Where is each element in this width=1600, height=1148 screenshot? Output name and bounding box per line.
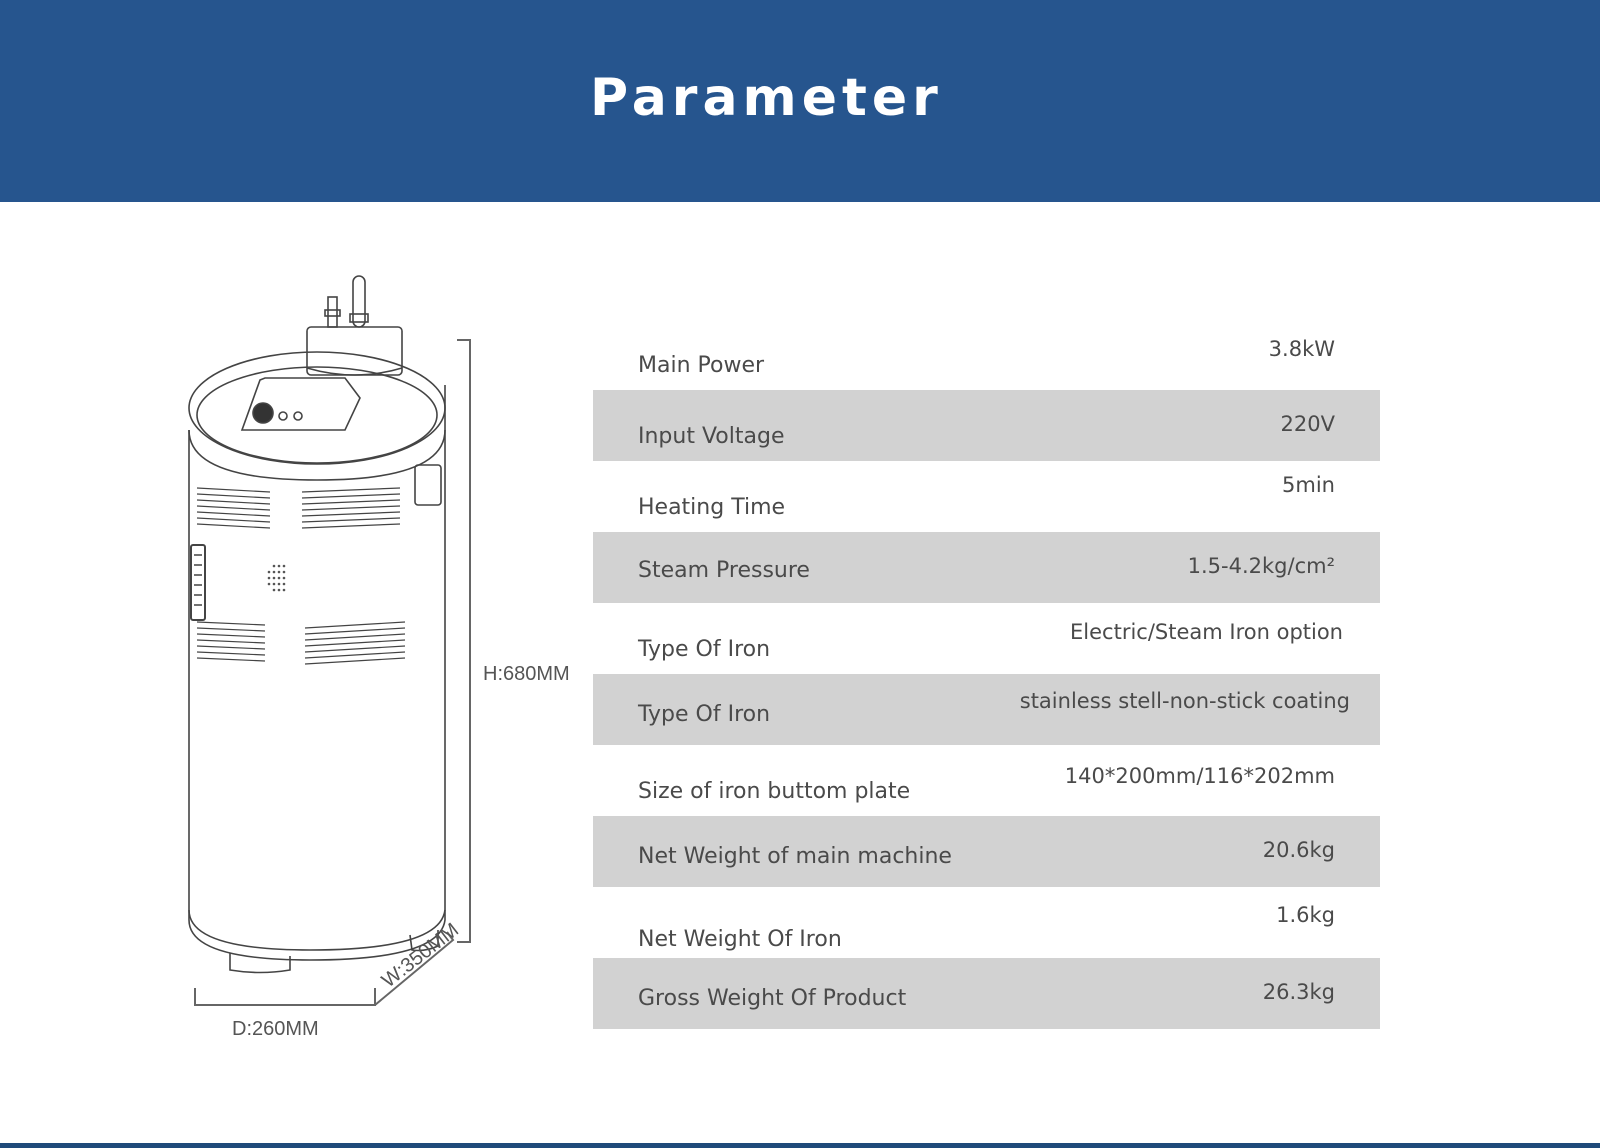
spec-label: Input Voltage: [638, 424, 785, 449]
spec-label: Net Weight of main machine: [638, 844, 952, 869]
steam-generator-machine-icon: [188, 275, 471, 1006]
spec-row-net-weight-iron: Net Weight Of Iron 1.6kg: [593, 887, 1380, 958]
spec-value: stainless stell-non-stick coating: [1019, 689, 1350, 713]
spec-row-type-of-iron-2: Type Of Iron stainless stell-non-stick c…: [593, 674, 1380, 745]
spec-label: Gross Weight Of Product: [638, 986, 907, 1011]
spec-label: Type Of Iron: [638, 637, 771, 662]
spec-label: Net Weight Of Iron: [638, 927, 842, 952]
spec-table: Main Power 3.8kW Input Voltage 220V Heat…: [593, 319, 1380, 1029]
spec-label: Main Power: [638, 353, 765, 378]
spec-value: 1.5-4.2kg/cm²: [1187, 554, 1335, 578]
height-dimension-label: H:680MM: [483, 663, 570, 685]
page-title: Parameter: [590, 68, 943, 128]
spec-row-net-weight-machine: Net Weight of main machine 20.6kg: [593, 816, 1380, 887]
footer-bar: [0, 1143, 1600, 1148]
product-illustration: H:680MM D:260MM W:350MM: [170, 270, 600, 1060]
spec-row-heating-time: Heating Time 5min: [593, 461, 1380, 532]
spec-value: 220V: [1280, 412, 1335, 436]
spec-label: Heating Time: [638, 495, 786, 520]
depth-dimension-label: D:260MM: [232, 1018, 319, 1040]
spec-value: 3.8kW: [1268, 337, 1335, 361]
spec-value: 5min: [1282, 473, 1335, 497]
spec-value: Electric/Steam Iron option: [1070, 620, 1343, 644]
spec-value: 140*200mm/116*202mm: [1064, 764, 1335, 788]
spec-row-main-power: Main Power 3.8kW: [593, 319, 1380, 390]
spec-row-gross-weight: Gross Weight Of Product 26.3kg: [593, 958, 1380, 1029]
spec-row-input-voltage: Input Voltage 220V: [593, 390, 1380, 461]
spec-row-steam-pressure: Steam Pressure 1.5-4.2kg/cm²: [593, 532, 1380, 603]
spec-value: 20.6kg: [1262, 838, 1335, 862]
spec-row-iron-plate-size: Size of iron buttom plate 140*200mm/116*…: [593, 745, 1380, 816]
spec-label: Type Of Iron: [638, 702, 771, 727]
spec-label: Steam Pressure: [638, 558, 810, 583]
spec-value: 26.3kg: [1262, 980, 1335, 1004]
header-banner: Parameter: [0, 0, 1600, 202]
spec-value: 1.6kg: [1276, 903, 1335, 927]
spec-row-type-of-iron-1: Type Of Iron Electric/Steam Iron option: [593, 603, 1380, 674]
spec-label: Size of iron buttom plate: [638, 779, 911, 804]
